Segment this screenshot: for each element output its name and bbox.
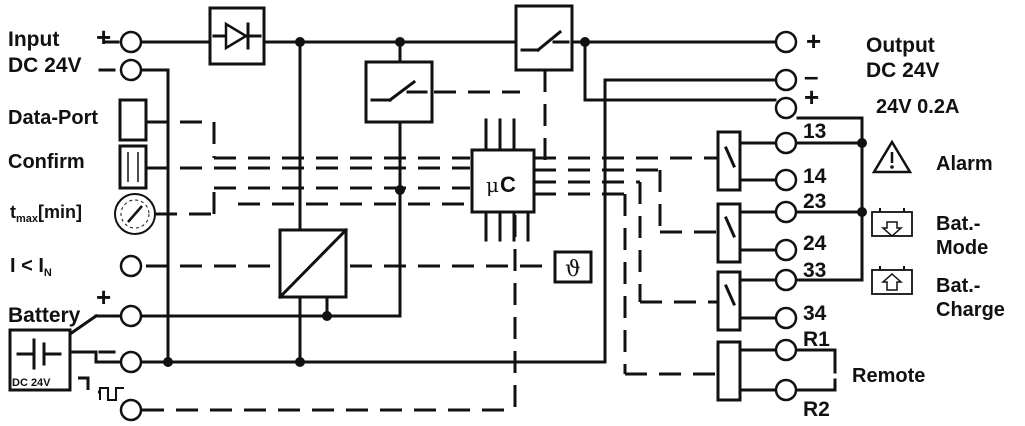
label-output-dc: DC 24V — [866, 59, 940, 82]
terminal-input-plus[interactable] — [119, 30, 143, 54]
terminal-r2[interactable] — [774, 378, 798, 402]
terminal-aux-plus[interactable] — [774, 96, 798, 120]
relay-bat-charge — [716, 270, 777, 332]
diode-block — [208, 6, 266, 66]
label-bat-mode-2: Mode — [936, 237, 988, 259]
terminal-label-r2: R2 — [803, 398, 830, 421]
pulse-signal-icon — [78, 376, 124, 401]
temperature-sensor-block: ϑ — [553, 250, 593, 284]
terminal-pulse[interactable] — [119, 398, 143, 422]
label-output: Output — [866, 34, 935, 57]
relay-alarm — [716, 130, 777, 192]
confirm-button — [118, 144, 148, 190]
battery-box-label: DC 24V — [12, 377, 51, 389]
label-bat-charge-2: Charge — [936, 299, 1005, 321]
label-tmax: tmax[min] — [10, 202, 82, 225]
warning-triangle-icon — [871, 139, 913, 174]
data-port-connector — [118, 98, 148, 142]
relay-remote — [716, 340, 777, 402]
terminal-23[interactable] — [774, 200, 798, 224]
terminal-battery-minus[interactable] — [119, 350, 143, 374]
microcontroller-label: C — [500, 172, 516, 197]
microcontroller-block: μ C — [470, 118, 536, 242]
dashed-signal-lines — [142, 70, 718, 412]
label-alarm: Alarm — [936, 153, 993, 175]
label-current-limit: I < IN — [10, 255, 52, 279]
label-confirm: Confirm — [8, 151, 85, 173]
terminal-input-minus[interactable] — [119, 58, 143, 82]
dc-converter-block — [277, 227, 349, 300]
output-plus-sign: + — [806, 26, 821, 56]
terminal-24[interactable] — [774, 238, 798, 262]
label-aux-output: 24V 0.2A — [876, 96, 959, 118]
terminal-label-34: 34 — [803, 302, 827, 325]
terminal-label-13: 13 — [803, 120, 826, 143]
relay-bat-mode — [716, 202, 777, 264]
battery-discharge-icon — [871, 208, 913, 238]
terminal-r1[interactable] — [774, 338, 798, 362]
terminal-label-r1: R1 — [803, 328, 830, 351]
output-minus-sign: – — [804, 61, 818, 91]
battery-plus-sign: + — [96, 282, 111, 312]
battery-switch-block — [364, 60, 434, 124]
label-remote: Remote — [852, 365, 925, 387]
label-data-port: Data-Port — [8, 107, 98, 129]
label-input-dc: DC 24V — [8, 54, 82, 77]
terminal-label-33: 33 — [803, 259, 826, 282]
label-input: Input — [8, 28, 59, 51]
terminal-14[interactable] — [774, 168, 798, 192]
terminal-label-23: 23 — [803, 190, 826, 213]
label-battery: Battery — [8, 304, 81, 327]
terminal-34[interactable] — [774, 306, 798, 330]
input-plus-sign: + — [96, 22, 111, 52]
mu-symbol: μ — [486, 173, 499, 197]
terminal-label-14: 14 — [803, 165, 827, 188]
terminal-33[interactable] — [774, 268, 798, 292]
solid-wiring — [67, 40, 864, 392]
label-bat-mode-1: Bat.- — [936, 213, 980, 235]
tmax-dial-icon — [114, 193, 156, 235]
terminal-13[interactable] — [774, 131, 798, 155]
aux-plus-sign: + — [804, 82, 819, 112]
battery-box: DC 24V — [8, 328, 72, 392]
label-bat-charge-1: Bat.- — [936, 275, 980, 297]
battery-charge-icon — [871, 266, 913, 295]
terminal-output-plus[interactable] — [774, 30, 798, 54]
output-switch-block — [514, 4, 574, 72]
terminal-battery-plus[interactable] — [119, 304, 143, 328]
terminal-output-minus[interactable] — [774, 68, 798, 92]
terminals — [98, 30, 798, 422]
terminal-label-24: 24 — [803, 232, 827, 255]
terminal-current-limit[interactable] — [119, 254, 143, 278]
theta-symbol: ϑ — [565, 257, 581, 282]
